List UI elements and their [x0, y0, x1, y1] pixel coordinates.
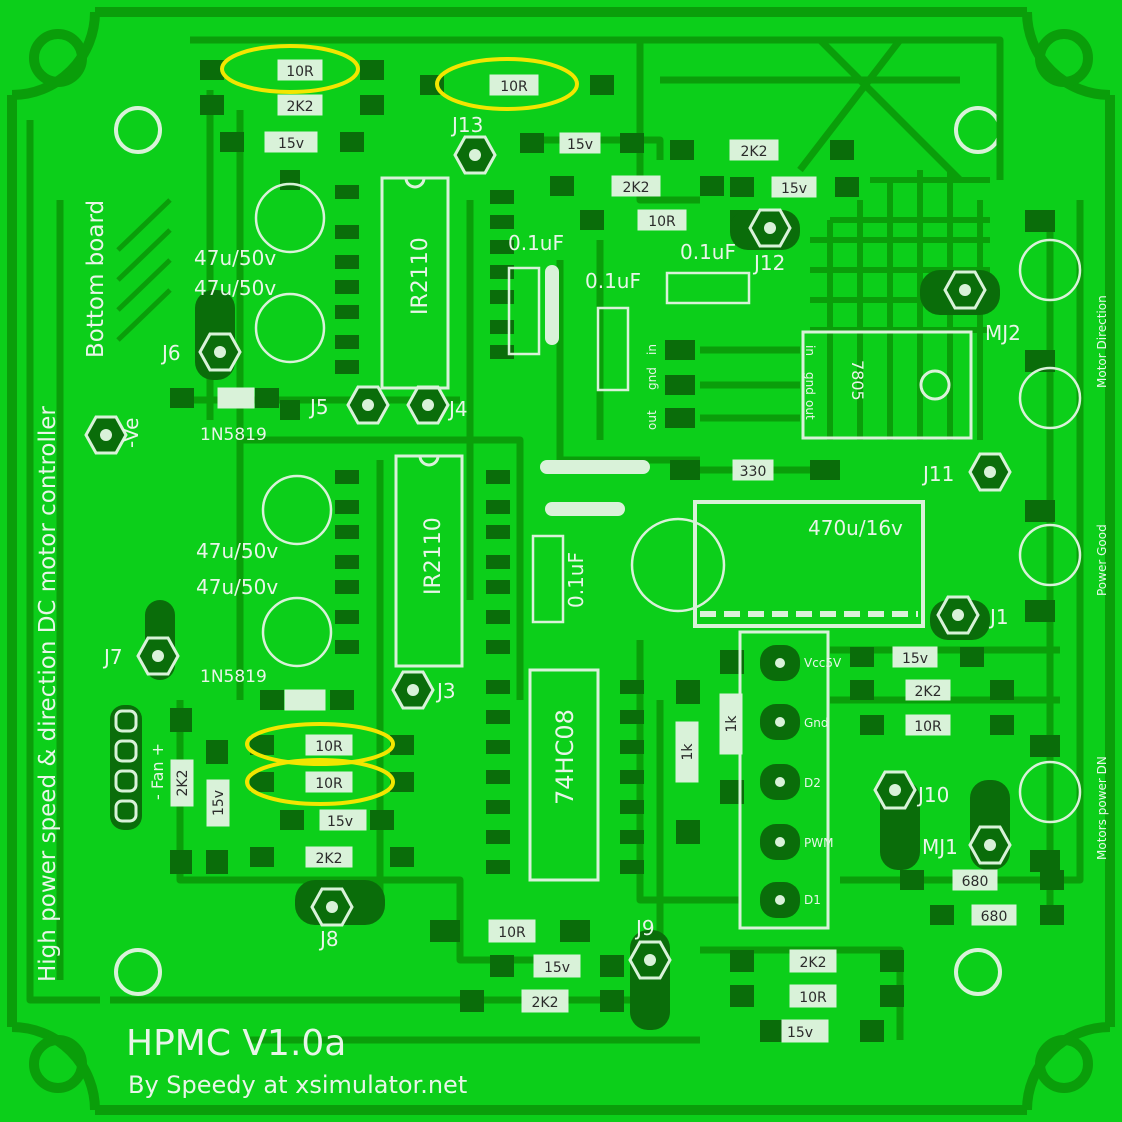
pin-vcc5v: Vcc5V [804, 656, 842, 670]
zener-15v-d: 15v [902, 651, 928, 667]
silk-hatch [116, 198, 172, 342]
pin-pwm: PWM [804, 836, 833, 850]
board-outline [7, 7, 1115, 1115]
label-j1: J1 [988, 605, 1009, 629]
res-1k-a: 1k [680, 743, 696, 761]
res-2k2-h: 2K2 [175, 770, 191, 797]
label-j7: J7 [102, 645, 123, 669]
copper-hatch [810, 170, 990, 440]
res-10r-h: 10R [315, 776, 343, 792]
label-j13: J13 [450, 113, 483, 137]
cap-47u-2: 47u/50v [194, 276, 276, 300]
label-motor-direction: Motor Direction [1095, 295, 1109, 388]
side-title: High power speed & direction DC motor co… [35, 406, 61, 982]
res-10r-d: 10R [914, 719, 942, 735]
zener-15v-a: 15v [278, 136, 304, 152]
chip-ir2110-top: IR2110 [408, 237, 433, 315]
label-j5: J5 [308, 395, 329, 419]
electrolytic-caps [254, 182, 1082, 824]
zener-15v-e: 15v [544, 960, 570, 976]
chip-ir2110-bottom: IR2110 [421, 517, 446, 595]
ceramic-caps [507, 266, 751, 624]
label-j8: J8 [318, 927, 339, 951]
res-2k2-g: 2K2 [316, 851, 343, 867]
highlight-ellipses [220, 44, 579, 806]
cap-47u-4: 47u/50v [196, 575, 278, 599]
board-credit: By Speedy at xsimulator.net [128, 1071, 467, 1099]
zener-15v-b: 15v [567, 137, 593, 153]
res-2k2-a: 2K2 [287, 99, 314, 115]
res-10r-f: 10R [799, 990, 827, 1006]
res-10r-c: 10R [648, 214, 676, 230]
label-j6: J6 [160, 341, 181, 365]
cap-47u-3: 47u/50v [196, 539, 278, 563]
chip-7805: 7805 [848, 360, 867, 401]
fan-header [110, 705, 142, 830]
pin-gnd: Gnd [804, 716, 829, 730]
chip-74hc08: 74HC08 [551, 709, 579, 805]
cap-01uf-b: 0.1uF [585, 269, 641, 293]
pin-d1: D1 [804, 893, 821, 907]
res-10r-b: 10R [500, 79, 528, 95]
cap-01uf-a: 0.1uF [508, 231, 564, 255]
res-2k2-b: 2K2 [741, 144, 768, 160]
res-2k2-f: 2K2 [800, 955, 827, 971]
reg-pin-out-2: out [803, 400, 817, 420]
res-10r-e: 10R [498, 925, 526, 941]
reg-pin-in-2: in [803, 345, 817, 356]
label-mj1: MJ1 [922, 835, 958, 859]
connector-drills [100, 149, 996, 966]
ic-outlines [380, 176, 973, 882]
zener-15v-g: 15v [327, 814, 353, 830]
res-10r-a: 10R [286, 64, 314, 80]
board-title: HPMC V1.0a [126, 1023, 346, 1064]
res-2k2-e: 2K2 [532, 995, 559, 1011]
label-mj2: MJ2 [985, 321, 1021, 345]
label-j12: J12 [752, 251, 785, 275]
label-j10: J10 [916, 783, 949, 807]
component-bodies [170, 59, 1017, 1043]
diode-1n5819-b: 1N5819 [200, 667, 267, 687]
reg-pin-out: out [645, 410, 659, 430]
res-680-a: 680 [962, 874, 989, 890]
label-neg-ve: -Ve [119, 418, 143, 448]
label-power-good: Power Good [1095, 524, 1109, 596]
reg-pin-in: in [645, 344, 659, 355]
label-motors-power-dn: Motors power DN [1095, 756, 1109, 860]
label-j3: J3 [435, 679, 456, 703]
zener-15v-f: 15v [787, 1025, 813, 1041]
label-fan: - Fan + [148, 743, 167, 800]
side-subtitle: Bottom board [83, 200, 109, 358]
reg-pin-gnd: gnd [645, 367, 659, 390]
mounting-holes [29, 29, 1093, 1093]
label-j9: J9 [634, 916, 655, 940]
res-1k-b: 1k [724, 715, 740, 733]
res-10r-g: 10R [315, 739, 343, 755]
diode-1n5819-a: 1N5819 [200, 425, 267, 445]
reg-pin-gnd-2: gnd [803, 372, 817, 395]
label-j11: J11 [921, 462, 954, 486]
zener-15v-h: 15v [211, 790, 227, 816]
res-2k2-c: 2K2 [623, 180, 650, 196]
res-680-b: 680 [981, 909, 1008, 925]
res-330: 330 [740, 464, 767, 480]
zener-15v-c: 15v [781, 181, 807, 197]
cap-470u: 470u/16v [808, 516, 903, 540]
cap-01uf-c: 0.1uF [680, 240, 736, 264]
header-strip [738, 630, 830, 930]
cap-01uf-d: 0.1uF [564, 552, 588, 608]
res-2k2-d: 2K2 [915, 684, 942, 700]
label-j4: J4 [447, 397, 468, 421]
cap-47u-1: 47u/50v [194, 246, 276, 270]
pin-d2: D2 [804, 776, 821, 790]
